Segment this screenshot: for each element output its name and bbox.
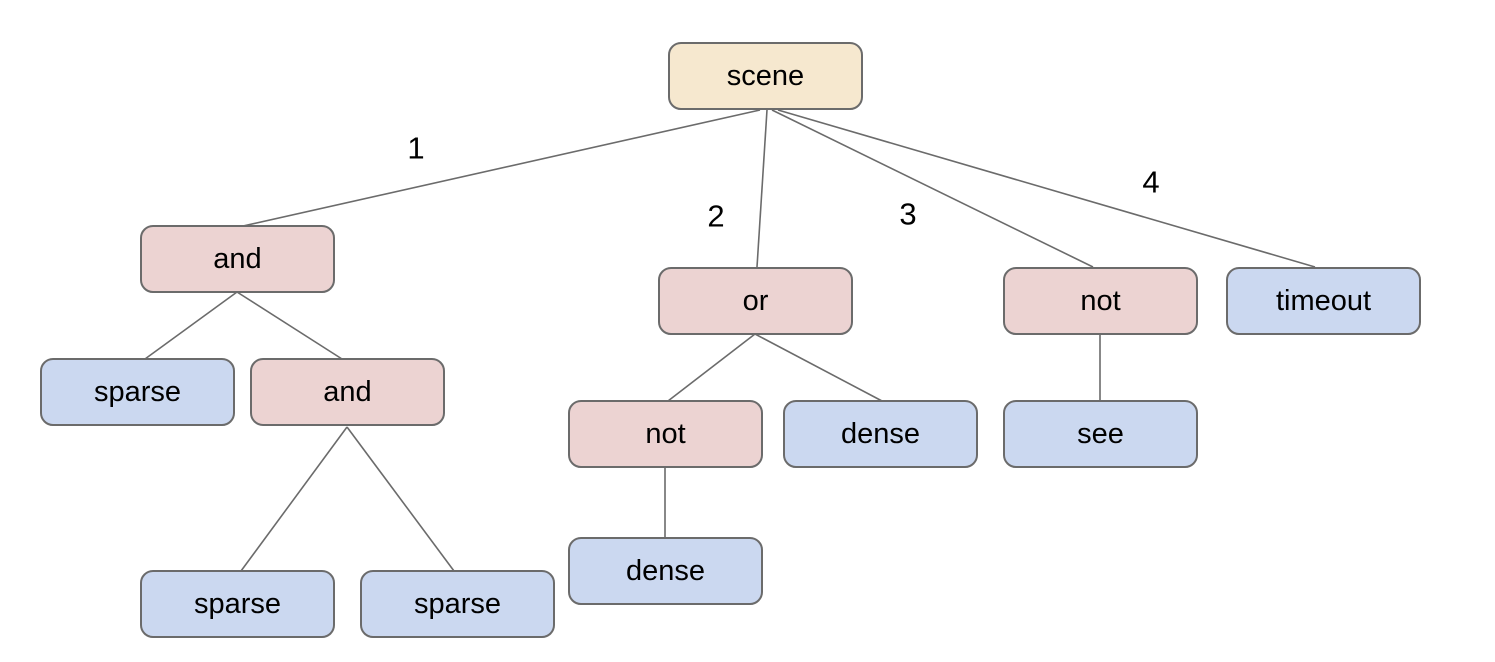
node-see: see bbox=[1003, 400, 1198, 468]
node-sparse-1: sparse bbox=[40, 358, 235, 426]
node-dense-1: dense bbox=[783, 400, 978, 468]
node-and-1: and bbox=[140, 225, 335, 293]
node-and-2: and bbox=[250, 358, 445, 426]
node-sparse-2: sparse bbox=[140, 570, 335, 638]
node-timeout: timeout bbox=[1226, 267, 1421, 335]
node-or: or bbox=[658, 267, 853, 335]
edge-label-2: 2 bbox=[707, 198, 725, 234]
edge-label-4: 4 bbox=[1142, 164, 1160, 200]
edge-label-3: 3 bbox=[899, 196, 917, 232]
node-sparse-3: sparse bbox=[360, 570, 555, 638]
node-scene: scene bbox=[668, 42, 863, 110]
node-dense-2: dense bbox=[568, 537, 763, 605]
node-not-1: not bbox=[1003, 267, 1198, 335]
node-not-2: not bbox=[568, 400, 763, 468]
edge-label-1: 1 bbox=[407, 130, 425, 166]
